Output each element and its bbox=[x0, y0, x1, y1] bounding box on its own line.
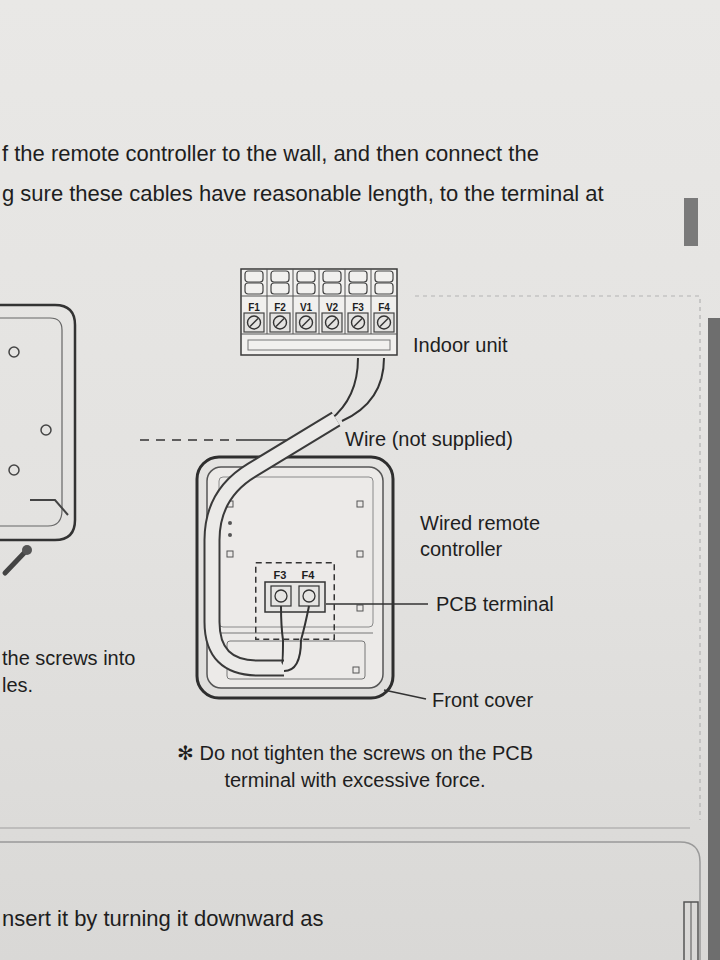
screw-hole bbox=[9, 465, 19, 475]
device-inner bbox=[0, 318, 62, 526]
body-text: f the remote controller to the wall, and… bbox=[2, 141, 539, 166]
part-label: Wired remote controller bbox=[420, 512, 540, 560]
terminal-label: F2 bbox=[274, 302, 286, 313]
remote-controller: Wired remote controllerF3F4 bbox=[195, 455, 395, 700]
terminal-label-box: V1 bbox=[293, 297, 319, 315]
body-text-box: f the remote controller to the wall, and… bbox=[2, 140, 539, 169]
note-text-box: ✻ Do not tighten the screws on the PCB t… bbox=[160, 740, 550, 794]
callout-label: PCB terminal bbox=[436, 593, 554, 615]
wire-cable bbox=[212, 358, 384, 671]
callout-label-box: Wire (not supplied) bbox=[345, 426, 513, 452]
callout-label: Front cover bbox=[432, 689, 533, 711]
unit-label: Indoor unit bbox=[413, 334, 508, 356]
pcb-terminal: F3 F4 bbox=[255, 562, 335, 640]
callout-label-box: Front cover bbox=[432, 687, 533, 713]
terminal-label: V2 bbox=[326, 302, 338, 313]
body-text-box: les. bbox=[2, 672, 33, 698]
insert-icon bbox=[684, 902, 698, 960]
part-label-box: Wired remote controller bbox=[420, 510, 590, 562]
dashed-frame bbox=[415, 296, 700, 820]
body-text-box: the screws into bbox=[2, 645, 135, 671]
callout-label-box: PCB terminal bbox=[436, 591, 554, 617]
body-text: the screws into bbox=[2, 647, 135, 669]
terminal-label-box: F3 bbox=[345, 297, 371, 315]
terminal-label-box: F1 bbox=[241, 297, 267, 315]
remote-controller-shape bbox=[195, 455, 395, 700]
device-outline bbox=[0, 305, 75, 540]
wire bbox=[282, 640, 283, 664]
margin-bar bbox=[684, 198, 698, 246]
rule bbox=[0, 827, 690, 828]
body-text-box: g sure these cables have reasonable leng… bbox=[2, 180, 604, 209]
terminal-label-box: F2 bbox=[267, 297, 293, 315]
terminal-label: V1 bbox=[300, 302, 312, 313]
terminal-label: F4 bbox=[378, 302, 390, 313]
screw-head bbox=[22, 545, 32, 555]
terminal-block: F1F2V1V2F3F4Indoor unit bbox=[240, 268, 398, 358]
screw bbox=[5, 551, 26, 573]
screw-hole bbox=[41, 425, 51, 435]
terminal-label: F4 bbox=[302, 569, 315, 581]
insert-icon bbox=[691, 902, 692, 960]
body-text: g sure these cables have reasonable leng… bbox=[2, 181, 604, 206]
screw-hole bbox=[9, 347, 19, 357]
cable-outline bbox=[212, 419, 336, 668]
device-wire bbox=[30, 500, 68, 515]
terminal-label-box: F4 bbox=[295, 565, 321, 583]
terminal-label-box: V2 bbox=[319, 297, 345, 315]
wire bbox=[330, 358, 358, 420]
note-box bbox=[0, 842, 700, 960]
wire bbox=[342, 358, 384, 421]
body-text: nsert it by turning it downward as bbox=[2, 906, 324, 931]
side-band bbox=[708, 318, 720, 960]
terminal-label: F3 bbox=[352, 302, 364, 313]
body-text: les. bbox=[2, 674, 33, 696]
wire bbox=[284, 640, 301, 671]
terminal-label-box: F3 bbox=[267, 565, 293, 583]
terminal-label: F1 bbox=[248, 302, 260, 313]
leader-line bbox=[140, 439, 238, 441]
leader-line bbox=[326, 603, 428, 605]
note-text: ✻ Do not tighten the screws on the PCB t… bbox=[177, 742, 533, 791]
body-text-box: nsert it by turning it downward as bbox=[2, 905, 324, 934]
leader-line bbox=[384, 690, 426, 699]
terminal-block-shape bbox=[240, 268, 398, 358]
cable-body bbox=[212, 419, 336, 668]
terminal-label-box: F4 bbox=[371, 297, 397, 315]
unit-label-box: Indoor unit bbox=[413, 332, 508, 358]
terminal-label: F3 bbox=[274, 569, 287, 581]
pcb-terminal-shape bbox=[255, 562, 335, 640]
callout-label: Wire (not supplied) bbox=[345, 428, 513, 450]
